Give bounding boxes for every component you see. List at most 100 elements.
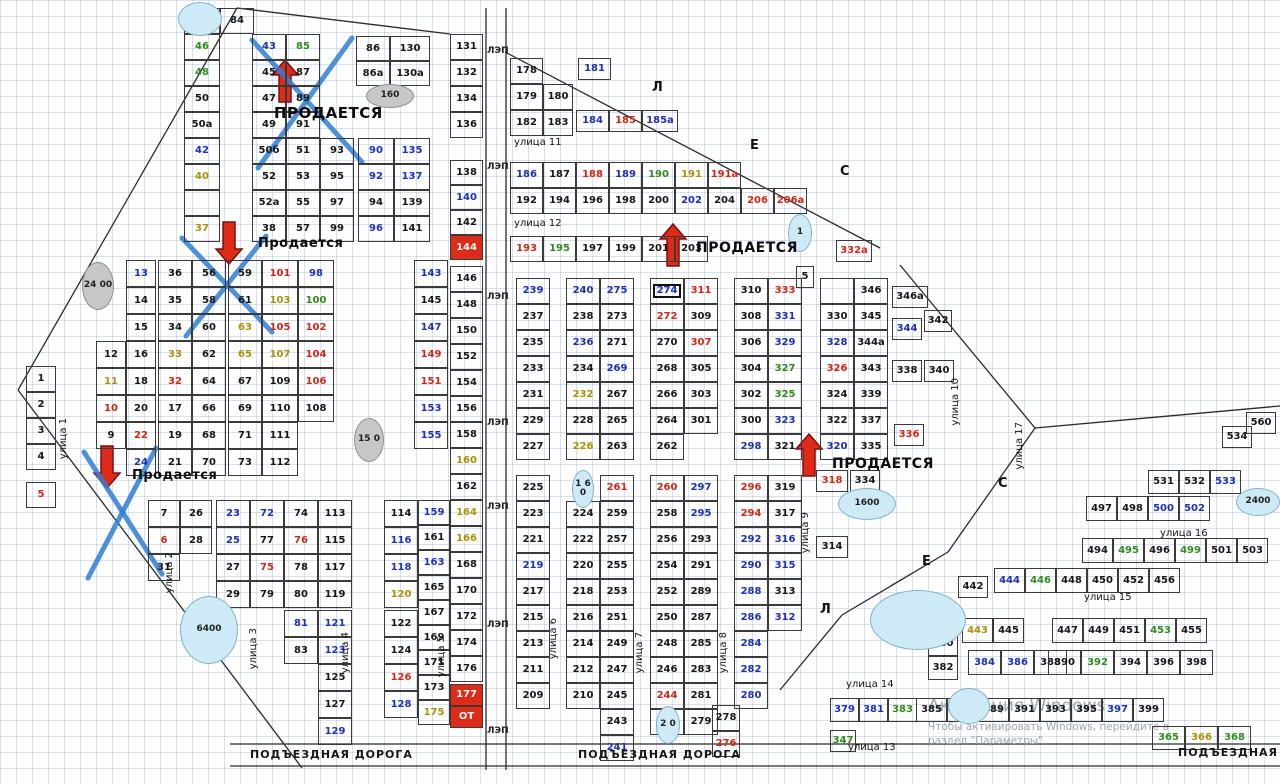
plot-289: 289 bbox=[684, 579, 718, 605]
plot-532: 532 bbox=[1179, 470, 1210, 494]
plot-57: 57 bbox=[286, 216, 320, 242]
plot-71: 71 bbox=[228, 422, 262, 449]
plot-98: 98 bbox=[298, 260, 334, 287]
street-label-улица-9: улица 9 bbox=[800, 512, 811, 554]
plot-150: 150 bbox=[450, 318, 483, 344]
plot-155: 155 bbox=[414, 422, 448, 449]
plot-254: 254 bbox=[650, 553, 684, 579]
plot-533: 533 bbox=[1210, 470, 1241, 494]
plot-448: 448 bbox=[1056, 568, 1087, 593]
plot-119: 119 bbox=[318, 581, 352, 608]
plot-3: 3 bbox=[26, 418, 56, 444]
plot-216: 216 bbox=[566, 605, 600, 631]
plot-111: 111 bbox=[262, 422, 298, 449]
plot-108: 108 bbox=[298, 395, 334, 422]
plot-262: 262 bbox=[650, 434, 684, 460]
plot-140: 140 bbox=[450, 185, 483, 210]
plot-186: 186 bbox=[510, 162, 543, 188]
watermark-subtitle: Чтобы активировать Windows, перейдите в … bbox=[928, 720, 1169, 748]
plot-291: 291 bbox=[684, 553, 718, 579]
plot-379: 379 bbox=[830, 698, 859, 722]
plot-176: 176 bbox=[450, 656, 483, 682]
plot-59: 59 bbox=[228, 260, 262, 287]
plot-391: 391 bbox=[1009, 698, 1040, 722]
plot-79: 79 bbox=[250, 581, 284, 608]
plot-70: 70 bbox=[192, 449, 226, 476]
plot-156: 156 bbox=[450, 396, 483, 422]
plot-87: 87 bbox=[286, 60, 320, 86]
plot-151: 151 bbox=[414, 368, 448, 395]
plot-265: 265 bbox=[600, 408, 634, 434]
plot-131: 131 bbox=[450, 34, 483, 60]
plot-338: 338 bbox=[892, 360, 922, 382]
plot-137: 137 bbox=[394, 164, 430, 190]
plot-101: 101 bbox=[262, 260, 298, 287]
plot-93: 93 bbox=[320, 138, 354, 164]
plot-223: 223 bbox=[516, 501, 550, 527]
plot-292: 292 bbox=[734, 527, 768, 553]
boundary-line bbox=[1034, 405, 1280, 429]
sector-letter-Л: Л bbox=[652, 80, 663, 95]
plot-141: 141 bbox=[394, 216, 430, 242]
plot-287: 287 bbox=[684, 605, 718, 631]
street-label-улица-15: улица 15 bbox=[1084, 592, 1132, 603]
plot-99: 99 bbox=[320, 216, 354, 242]
plot-328: 328 bbox=[820, 330, 854, 356]
plot-239: 239 bbox=[516, 278, 550, 304]
plot-40: 40 bbox=[184, 164, 220, 190]
terrain-blob: 15 0 bbox=[354, 418, 384, 462]
plot-171: 171 bbox=[418, 650, 450, 675]
plot-92: 92 bbox=[358, 164, 394, 190]
plot-534: 534 bbox=[1222, 426, 1252, 448]
plot-456: 456 bbox=[1149, 568, 1180, 593]
plot-321: 321 bbox=[768, 434, 802, 460]
plot-167: 167 bbox=[418, 600, 450, 625]
power-line-label: ЛЭП bbox=[487, 502, 509, 512]
plot-46: 46 bbox=[184, 34, 220, 60]
plot-9: 9 bbox=[96, 422, 126, 449]
plot-269: 269 bbox=[600, 356, 634, 382]
for-sale-label: Продается bbox=[258, 236, 344, 251]
plot-206а: 206а bbox=[774, 188, 807, 214]
plot-398: 398 bbox=[1180, 650, 1213, 675]
plot-191а: 191а bbox=[708, 162, 741, 188]
plot-121: 121 bbox=[318, 610, 352, 637]
street-label-улица-17: улица 17 bbox=[1014, 422, 1025, 470]
plot-300: 300 bbox=[734, 408, 768, 434]
plot-181: 181 bbox=[578, 58, 611, 80]
plot-386: 386 bbox=[1001, 650, 1034, 675]
plot-385: 385 bbox=[916, 698, 947, 722]
plot-120: 120 bbox=[384, 581, 418, 608]
plot-255: 255 bbox=[600, 553, 634, 579]
plot-317: 317 bbox=[768, 501, 802, 527]
plot-394: 394 bbox=[1114, 650, 1147, 675]
plot-77: 77 bbox=[250, 527, 284, 554]
plot-495: 495 bbox=[1113, 538, 1144, 563]
plot-450: 450 bbox=[1087, 568, 1118, 593]
plot-195: 195 bbox=[543, 236, 576, 262]
plot-165: 165 bbox=[418, 575, 450, 600]
plot-114: 114 bbox=[384, 500, 418, 527]
plot-498: 498 bbox=[1117, 496, 1148, 521]
plot-252: 252 bbox=[650, 579, 684, 605]
plot-2: 2 bbox=[26, 392, 56, 418]
plot-258: 258 bbox=[650, 501, 684, 527]
plot-306: 306 bbox=[734, 330, 768, 356]
plot-263: 263 bbox=[600, 434, 634, 460]
plot-38: 38 bbox=[252, 216, 286, 242]
plot-11: 11 bbox=[96, 368, 126, 395]
plot-282: 282 bbox=[734, 657, 768, 683]
plot-445: 445 bbox=[993, 618, 1024, 643]
plot-243: 243 bbox=[600, 709, 634, 735]
plot-261: 261 bbox=[600, 475, 634, 501]
plot-164: 164 bbox=[450, 500, 483, 526]
plot-331: 331 bbox=[768, 304, 802, 330]
plot-560: 560 bbox=[1246, 412, 1276, 434]
plot-310: 310 bbox=[734, 278, 768, 304]
plot-319: 319 bbox=[768, 475, 802, 501]
plot-274: 274 bbox=[650, 278, 684, 304]
street-label-улица-16: улица 16 bbox=[1160, 528, 1208, 539]
plot-102: 102 bbox=[298, 314, 334, 341]
plot-442: 442 bbox=[958, 576, 988, 598]
plot-67: 67 bbox=[228, 368, 262, 395]
